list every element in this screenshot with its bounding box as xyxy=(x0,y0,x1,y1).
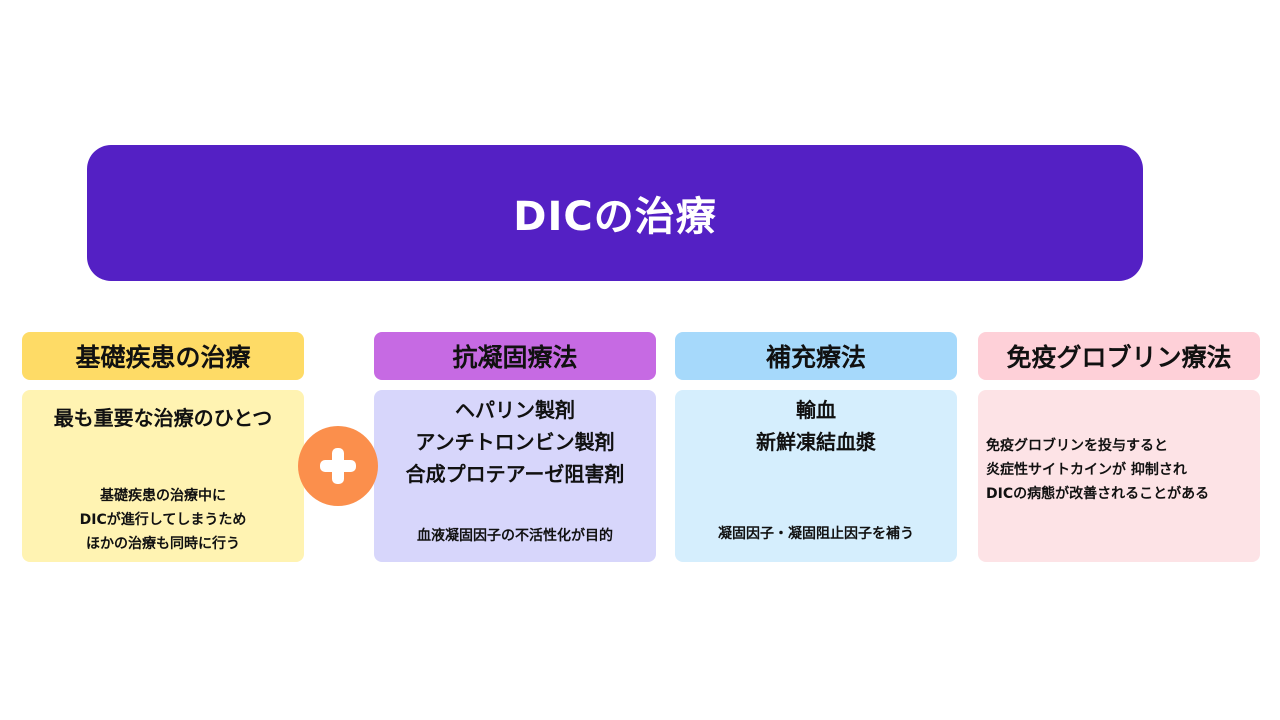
note-line: 免疫グロブリンを投与すると xyxy=(986,438,1168,454)
note-line: ほかの治療も同時に行う xyxy=(86,536,240,552)
main-line: アンチトロンビン製剤 xyxy=(415,430,615,454)
note-line: DICが進行してしまうため xyxy=(79,512,247,528)
note-line: 基礎疾患の治療中に xyxy=(100,488,226,504)
main-text: ヘパリン製剤 アンチトロンビン製剤 合成プロテアーゼ阻害剤 xyxy=(374,394,656,490)
column-body-replacement: 輸血 新鮮凍結血漿 凝固因子・凝固阻止因子を補う xyxy=(675,390,957,562)
note-line: 炎症性サイトカインが 抑制され xyxy=(986,462,1187,478)
plus-icon xyxy=(298,426,378,506)
column-header-immunoglobulin: 免疫グロブリン療法 xyxy=(978,332,1260,380)
note-line: 血液凝固因子の不活性化が目的 xyxy=(417,528,613,544)
main-line: 最も重要な治療のひとつ xyxy=(53,406,273,430)
note-text: 凝固因子・凝固阻止因子を補う xyxy=(675,522,957,546)
column-header-anticoagulation: 抗凝固療法 xyxy=(374,332,656,380)
note-text: 免疫グロブリンを投与すると 炎症性サイトカインが 抑制され DICの病態が改善さ… xyxy=(986,434,1256,506)
note-text: 基礎疾患の治療中に DICが進行してしまうため ほかの治療も同時に行う xyxy=(22,484,304,556)
column-body-underlying-disease: 最も重要な治療のひとつ 基礎疾患の治療中に DICが進行してしまうため ほかの治… xyxy=(22,390,304,562)
column-header-replacement: 補充療法 xyxy=(675,332,957,380)
column-body-immunoglobulin: 免疫グロブリンを投与すると 炎症性サイトカインが 抑制され DICの病態が改善さ… xyxy=(978,390,1260,562)
note-text: 血液凝固因子の不活性化が目的 xyxy=(374,524,656,548)
main-text: 輸血 新鮮凍結血漿 xyxy=(675,394,957,458)
column-header-underlying-disease: 基礎疾患の治療 xyxy=(22,332,304,380)
main-line: ヘパリン製剤 xyxy=(455,398,575,422)
main-line: 合成プロテアーゼ阻害剤 xyxy=(405,462,625,486)
note-line: DICの病態が改善されることがある xyxy=(986,486,1210,502)
main-text: 最も重要な治療のひとつ xyxy=(26,402,300,434)
column-body-anticoagulation: ヘパリン製剤 アンチトロンビン製剤 合成プロテアーゼ阻害剤 血液凝固因子の不活性… xyxy=(374,390,656,562)
note-line: 凝固因子・凝固阻止因子を補う xyxy=(718,526,914,542)
main-line: 新鮮凍結血漿 xyxy=(756,430,876,454)
main-line: 輸血 xyxy=(796,398,836,422)
title-banner: DICの治療 xyxy=(87,145,1143,281)
page-title: DICの治療 xyxy=(513,194,717,240)
